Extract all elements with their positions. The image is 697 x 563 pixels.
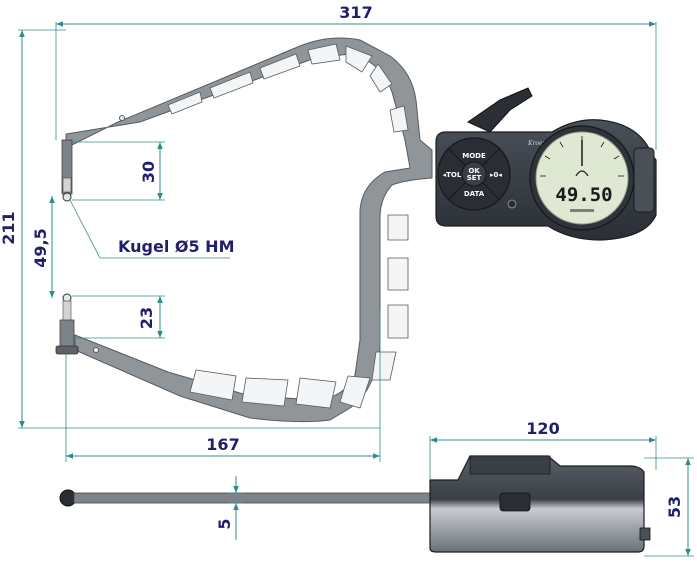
ok-label: OK — [468, 167, 480, 175]
ok-set-button[interactable] — [461, 161, 487, 187]
mode-button-label[interactable]: MODE — [462, 152, 486, 160]
data-button-label[interactable]: DATA — [464, 190, 485, 198]
callout-ball-tip: Kugel Ø5 HM — [118, 237, 234, 256]
upper-jaw — [61, 139, 73, 202]
tol-button-label[interactable]: ◂TOL — [443, 171, 462, 179]
callout-leader — [69, 199, 101, 259]
gauge-head: MODE DATA ◂TOL ▸0◂ OK SET Kroeplin 49.50 — [435, 119, 657, 241]
frame-body — [65, 37, 433, 423]
set-label: SET — [467, 174, 482, 182]
side-lever — [499, 492, 531, 512]
lift-lever — [466, 87, 533, 133]
lcd-reading: 49.50 — [555, 184, 612, 206]
gauge-side-clamp — [633, 147, 655, 213]
dim-thickness: 5 — [215, 518, 234, 529]
side-arm — [73, 492, 439, 504]
frame-hole-lower — [93, 347, 99, 353]
side-gauge-top — [469, 455, 551, 475]
caliper-frame — [65, 37, 433, 423]
side-view — [59, 455, 651, 553]
zero-button-label[interactable]: ▸0◂ — [490, 171, 502, 179]
lower-jaw — [55, 293, 79, 355]
brand-label: Kroeplin — [527, 140, 554, 147]
frame-cutouts-lower — [189, 214, 409, 409]
side-clamp-screw — [639, 527, 651, 541]
dim-upper-depth: 30 — [139, 161, 158, 183]
dim-jaw-offset: 49,5 — [31, 228, 50, 267]
lcd-arc-icon — [575, 170, 589, 177]
dim-gauge-height: 53 — [665, 496, 684, 518]
dim-gauge-width: 120 — [526, 419, 559, 438]
frame-hole-upper — [119, 115, 125, 121]
dim-lower-depth: 23 — [137, 307, 156, 329]
frame-cutouts-upper — [167, 43, 409, 133]
lcd-status-bar — [570, 209, 594, 212]
side-gauge-body — [429, 455, 645, 553]
ball-tip-upper — [62, 192, 72, 202]
power-icon[interactable] — [507, 199, 517, 209]
lcd-display — [535, 131, 629, 225]
dim-total-height: 211 — [0, 211, 18, 244]
dim-total-width: 317 — [339, 3, 372, 22]
dim-frame-width: 167 — [206, 435, 239, 454]
